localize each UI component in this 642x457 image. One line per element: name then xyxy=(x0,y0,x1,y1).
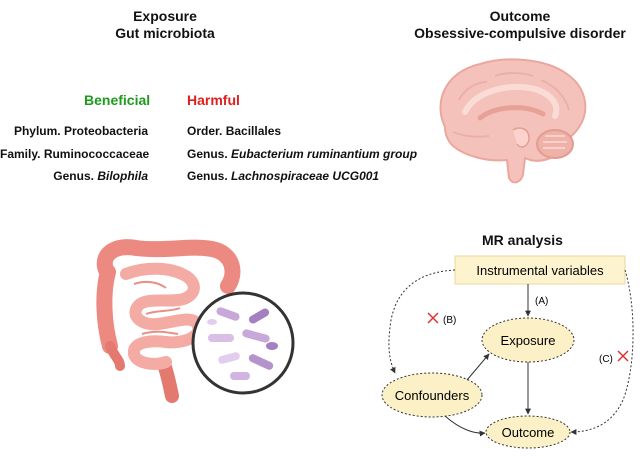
exposure-subtitle: Gut microbiota xyxy=(115,25,215,41)
harmful-item: Genus. Eubacterium ruminantium group xyxy=(187,147,417,161)
intestine-illustration xyxy=(96,239,241,403)
outcome-title: Outcome xyxy=(489,8,551,24)
microbe-magnifier-illustration xyxy=(191,291,295,395)
taxon-name: Lachnospiraceae UCG001 xyxy=(231,169,380,183)
instrumental-variables-label: Instrumental variables xyxy=(476,263,604,278)
exposure-title: Exposure xyxy=(133,8,197,24)
confounders-outcome-arrow xyxy=(444,415,486,437)
taxon-rank: Family. xyxy=(0,147,41,161)
exposure-node xyxy=(481,317,575,363)
exposure-header: Exposure Gut microbiota xyxy=(100,8,230,42)
taxon-name: Bacillales xyxy=(225,124,282,138)
taxon-rank: Genus. xyxy=(53,169,94,183)
taxon-name: Eubacterium ruminantium group xyxy=(231,147,418,161)
beneficial-item: Family. Ruminococcaceae xyxy=(0,147,150,161)
harmful-item: Genus. Lachnospiraceae UCG001 xyxy=(187,169,379,183)
outcome-node-label: Outcome xyxy=(502,425,555,440)
brain-illustration xyxy=(439,58,587,184)
path-b-cross-icon xyxy=(427,312,439,324)
confounders-node-label: Confounders xyxy=(395,388,470,403)
taxon-rank: Order. xyxy=(187,124,223,138)
harmful-label: Harmful xyxy=(187,92,240,108)
path-b-label: (B) xyxy=(443,315,456,326)
taxon-rank: Genus. xyxy=(187,147,228,161)
taxon-rank: Genus. xyxy=(187,169,228,183)
beneficial-item: Phylum. Proteobacteria xyxy=(0,124,148,138)
taxon-name: Proteobacteria xyxy=(63,124,148,138)
instrumental-variables-box xyxy=(454,255,626,285)
exposure-node-label: Exposure xyxy=(501,333,556,348)
outcome-node xyxy=(485,415,571,449)
mr-title: MR analysis xyxy=(482,232,563,248)
beneficial-item: Genus. Bilophila xyxy=(0,169,148,183)
taxon-name: Bilophila xyxy=(97,169,148,183)
confounders-node xyxy=(381,372,483,418)
path-c-cross-icon xyxy=(617,350,629,362)
outcome-subtitle: Obsessive-compulsive disorder xyxy=(414,25,626,41)
beneficial-label: Beneficial xyxy=(84,92,151,108)
confounders-exposure-arrow xyxy=(466,353,490,381)
mr-diagram: Instrumental variables Exposure Confound… xyxy=(381,255,634,449)
taxon-name: Ruminococcaceae xyxy=(43,147,150,161)
taxon-rank: Phylum. xyxy=(13,124,61,138)
path-a-label: (A) xyxy=(535,296,548,307)
path-c-arrow xyxy=(570,269,634,435)
harmful-item: Order. Bacillales xyxy=(187,124,281,138)
path-c-label: (C) xyxy=(599,354,613,365)
outcome-header: Outcome Obsessive-compulsive disorder xyxy=(405,8,635,42)
path-b-arrow xyxy=(388,269,456,374)
